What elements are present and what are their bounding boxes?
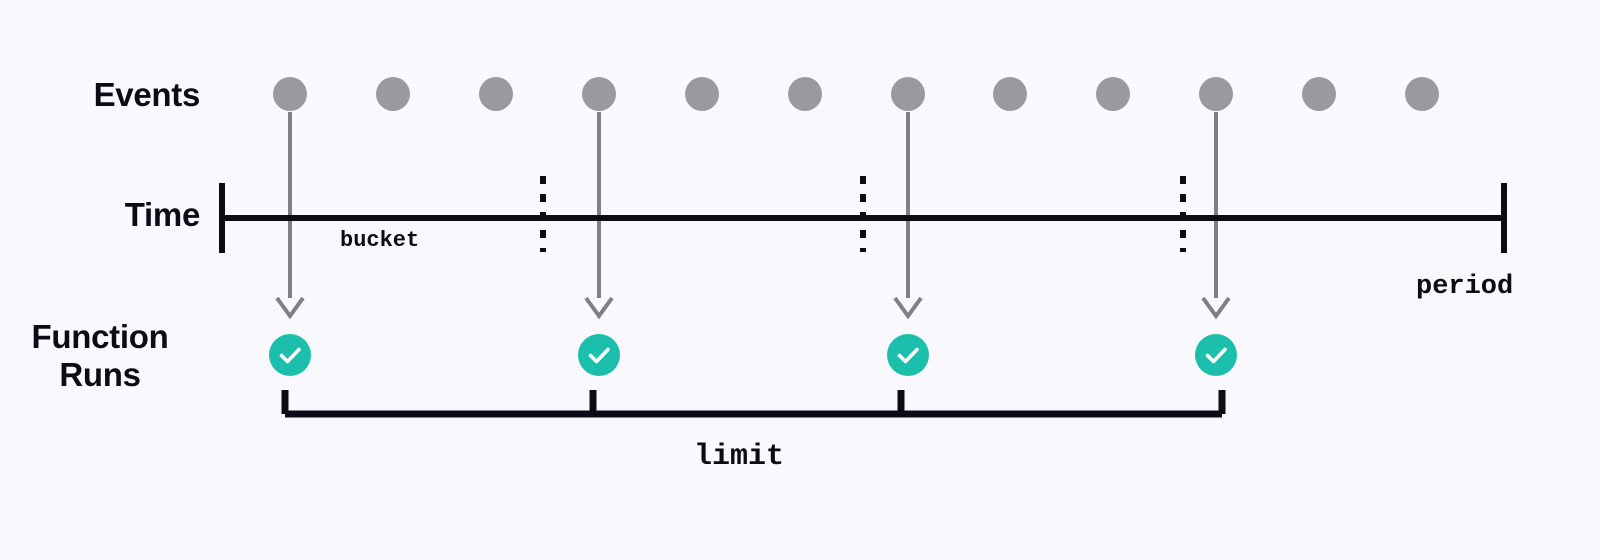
check-icon <box>897 347 919 364</box>
annotation-period: period <box>1416 272 1514 302</box>
check-icon-path <box>897 347 919 364</box>
event-dot <box>582 77 616 111</box>
check-icon <box>279 347 301 364</box>
event-dot <box>685 77 719 111</box>
check-icon <box>588 347 610 364</box>
annotation-bucket: bucket <box>340 228 420 253</box>
row-label-function-runs: Function Runs <box>31 318 169 393</box>
bucket-dividers <box>540 176 1186 252</box>
event-dot <box>479 77 513 111</box>
trigger-arrows <box>275 296 1231 320</box>
check-icon-path <box>279 347 301 364</box>
annotation-limit: limit <box>694 440 785 474</box>
event-dot <box>1405 77 1439 111</box>
event-dot <box>788 77 822 111</box>
check-icon-path <box>588 347 610 364</box>
limit-bracket <box>281 390 1226 418</box>
event-dot <box>273 77 307 111</box>
function-run-node <box>269 334 311 376</box>
arrowhead-icon <box>1201 296 1231 320</box>
function-run-node <box>1195 334 1237 376</box>
arrowhead-icon <box>893 296 923 320</box>
event-dot <box>1302 77 1336 111</box>
check-icon <box>1205 347 1227 364</box>
event-dot <box>993 77 1027 111</box>
function-run-node <box>887 334 929 376</box>
event-drop-lines <box>288 112 1218 298</box>
arrowhead-icon <box>584 296 614 320</box>
event-dot <box>1199 77 1233 111</box>
event-dot <box>1096 77 1130 111</box>
row-label-time: Time <box>124 196 201 233</box>
event-dot <box>891 77 925 111</box>
arrowhead-icon <box>275 296 305 320</box>
row-label-events: Events <box>93 76 201 113</box>
function-run-node <box>578 334 620 376</box>
event-dot <box>376 77 410 111</box>
check-icon-path <box>1205 347 1227 364</box>
